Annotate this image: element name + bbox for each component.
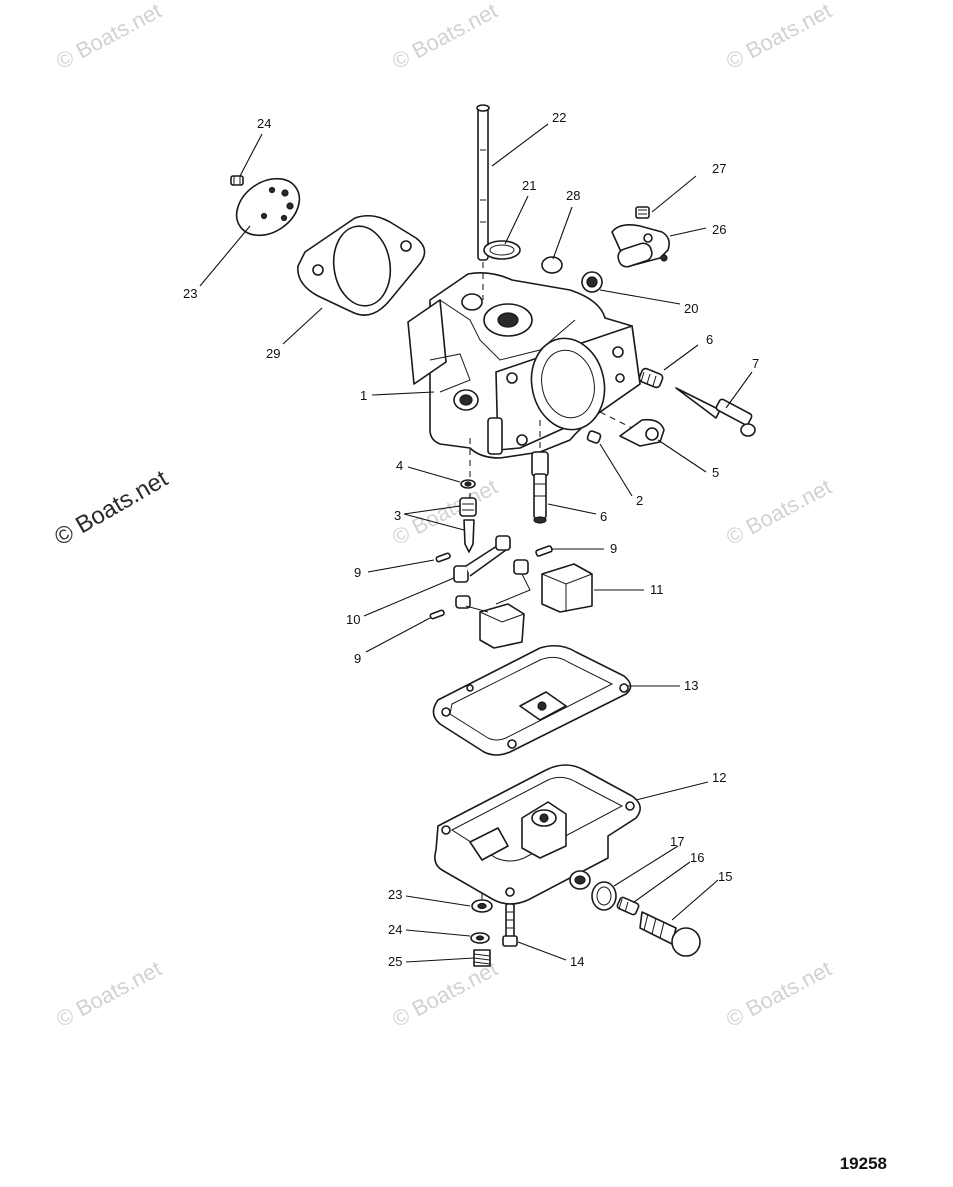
callout-6-lower: 6 [600, 509, 607, 524]
callout-23: 23 [388, 887, 402, 902]
callout-9: 9 [354, 651, 361, 666]
part-6-spring [638, 367, 664, 389]
callout-29: 29 [266, 346, 280, 361]
part-29-gasket [297, 214, 426, 316]
callout-10: 10 [346, 612, 360, 627]
part-12-float-bowl [434, 764, 641, 905]
part-2-screw [586, 430, 602, 444]
part-16-jet [616, 896, 640, 916]
part-13-gasket [432, 644, 632, 756]
callout-6: 6 [706, 332, 713, 347]
callout-3: 3 [394, 508, 401, 523]
part-18-spring [581, 271, 603, 293]
part-5-lever [619, 418, 665, 447]
callout-12: 12 [712, 770, 726, 785]
part-26-lever [611, 224, 670, 268]
part-28-plug [541, 256, 563, 274]
part-19-plug [483, 240, 521, 260]
part-11-float [495, 559, 593, 613]
callout-1: 1 [360, 388, 367, 403]
part-6-tube [531, 451, 549, 524]
part-3-needle-seat [459, 497, 477, 553]
callout-15: 15 [718, 869, 732, 884]
callout-2: 2 [636, 493, 643, 508]
figure-number: 19258 [839, 1154, 887, 1173]
part-9-pin [429, 609, 445, 620]
part-27-screw [635, 206, 650, 219]
callout-27: 27 [712, 161, 726, 176]
part-25-spring [473, 949, 491, 967]
leader-lines [199, 123, 753, 963]
callout-22: 24 [257, 116, 271, 131]
part-15-plug [639, 911, 701, 957]
part-17-o-ring [591, 881, 617, 911]
part-9-pin [435, 552, 451, 563]
callout-24: 24 [388, 922, 402, 937]
part-23-washer [471, 899, 493, 913]
part-24-washer [470, 932, 490, 944]
part-10-float-arm [453, 535, 511, 583]
part-9-pin [535, 545, 553, 557]
part-4-washer [460, 479, 476, 489]
callout-7: 7 [752, 356, 759, 371]
part-20-shaft [476, 104, 490, 261]
callout-17: 17 [670, 834, 684, 849]
callout-19: 21 [522, 178, 536, 193]
callout-18: 20 [684, 301, 698, 316]
part-1-carburetor-body [407, 272, 641, 459]
callout-13: 13 [684, 678, 698, 693]
callout-9: 9 [610, 541, 617, 556]
callout-labels: 24 23 29 22 21 28 27 26 20 6 7 1 5 2 4 3… [183, 110, 759, 969]
callout-11: 11 [650, 582, 664, 597]
part-7-needle [675, 387, 756, 437]
callout-25: 25 [388, 954, 402, 969]
callout-4: 4 [396, 458, 403, 473]
part-14-screw [502, 903, 518, 947]
callout-21: 23 [183, 286, 197, 301]
callout-20: 22 [552, 110, 566, 125]
part-22-screw [230, 175, 244, 186]
callout-16: 16 [690, 850, 704, 865]
assembly-line [599, 411, 637, 431]
callout-5: 5 [712, 465, 719, 480]
part-21-plate [235, 177, 301, 237]
callout-9: 9 [354, 565, 361, 580]
callout-26: 26 [712, 222, 726, 237]
callout-28: 28 [566, 188, 580, 203]
callout-14: 14 [570, 954, 584, 969]
part-11-float [455, 595, 525, 649]
